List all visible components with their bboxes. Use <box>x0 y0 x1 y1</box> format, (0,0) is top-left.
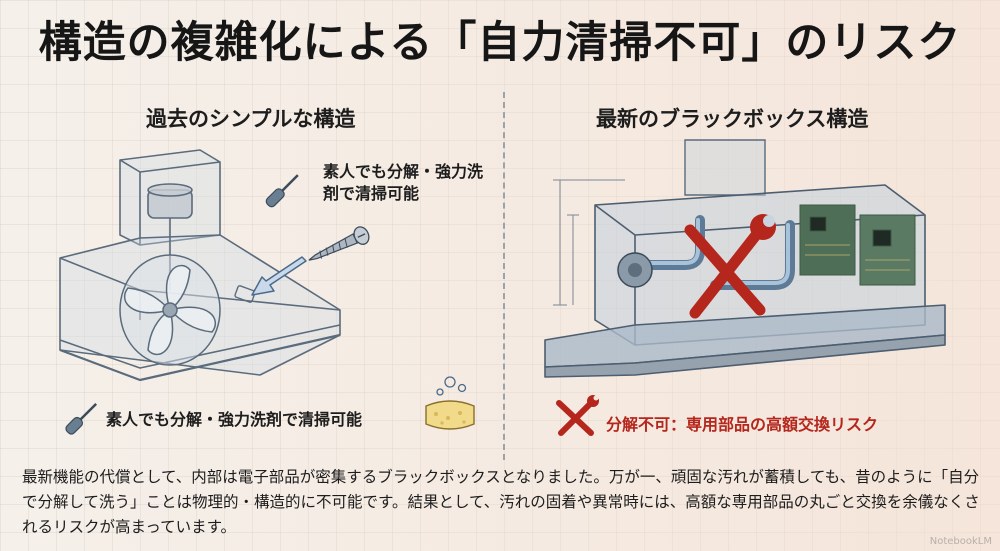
explanation-paragraph: 最新機能の代償として、内部は電子部品が密集するブラックボックスとなりました。万が… <box>22 468 980 536</box>
page-title: 構造の複雑化による「自力清掃不可」のリスク <box>38 18 962 68</box>
complex-hood-illustration <box>544 139 946 378</box>
circuit-board-icon <box>799 204 916 286</box>
section-divider <box>503 92 505 460</box>
warning-text: 分解不可：専用部品の高額交換リスク <box>606 415 879 434</box>
warning-wrench-cross-icon <box>556 395 599 436</box>
simple-hood-illustration <box>59 149 341 382</box>
screw-icon <box>308 226 370 261</box>
fan-icon <box>119 254 221 366</box>
screwdriver-icon-bottom <box>65 402 98 435</box>
disassembly-note-bottom: 素人でも分解・強力洗剤で清掃可能 <box>106 410 363 429</box>
arrow-icon <box>251 256 307 296</box>
right-section-title: 最新のブラックボックス構造 <box>596 107 869 131</box>
wrench-cross-icon <box>684 214 776 319</box>
watermark: NotebookLM <box>929 536 992 547</box>
left-section-title: 過去のシンプルな構造 <box>146 107 356 131</box>
sponge-icon <box>425 376 475 430</box>
screwdriver-icon <box>265 174 299 208</box>
disassembly-note-top: 素人でも分解・強力洗剤で清掃可能 <box>323 162 484 203</box>
